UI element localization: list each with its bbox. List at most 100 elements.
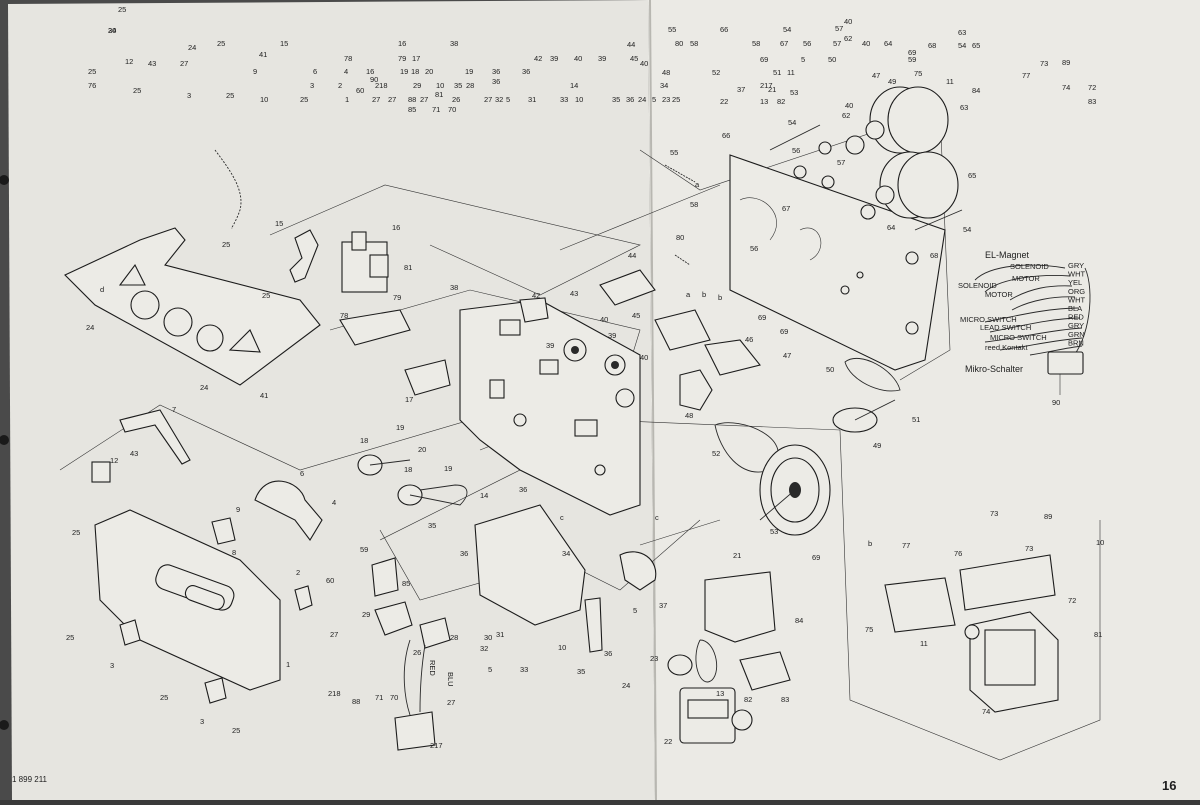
binder-hole [0, 720, 9, 730]
index-number: 69 [908, 48, 916, 57]
part-callout: 53 [770, 527, 778, 536]
pinch-roller-18 [357, 454, 468, 506]
part-callout: 18 [360, 436, 368, 445]
index-number: 4 [344, 67, 348, 76]
index-number: 25 [226, 91, 234, 100]
index-number: 25 [133, 86, 141, 95]
part-callout: 81 [1094, 630, 1102, 639]
part-callout: 32 [480, 644, 488, 653]
index-number: 13 [760, 97, 768, 106]
part-callout: 84 [795, 616, 803, 625]
part-callout: 6 [300, 469, 304, 478]
bracket-79 [339, 309, 411, 346]
part-callout: 19 [396, 423, 404, 432]
index-number: 2 [338, 81, 342, 90]
head-6-4 [254, 480, 323, 541]
part-callout: 217 [430, 741, 443, 750]
part-callout: 73 [990, 509, 998, 518]
index-number: 27 [180, 59, 188, 68]
index-number: 21 [768, 85, 776, 94]
index-number: 6 [313, 67, 317, 76]
part-callout: 50 [826, 365, 834, 374]
part-callout: 83 [781, 695, 789, 704]
part-45 [654, 309, 711, 351]
index-number: 74 [1062, 83, 1070, 92]
part-callout: 18 [404, 465, 412, 474]
wire-color: GRY [1068, 261, 1084, 270]
part-callout: 33 [520, 665, 528, 674]
index-number: 40 [574, 54, 582, 63]
part-callout: 35 [577, 667, 585, 676]
index-number: 59 [908, 55, 916, 64]
part-callout: 68 [930, 251, 938, 260]
connector-label: 90 [1052, 398, 1060, 407]
index-number: 10 [575, 95, 583, 104]
bracket-21 [704, 571, 776, 643]
lever-7 [119, 409, 191, 465]
motor-63 [865, 86, 949, 154]
part-46 [704, 339, 761, 376]
belt-50 [844, 357, 901, 392]
index-number: 26 [452, 95, 460, 104]
index-number: 64 [884, 39, 892, 48]
wire-color: RED [1068, 313, 1084, 322]
index-number: 25 [88, 67, 96, 76]
part-callout: 69 [758, 313, 766, 322]
shaft-54 [769, 124, 821, 151]
part-28 [419, 617, 451, 649]
part-callout: 56 [792, 146, 800, 155]
index-number: 79 [398, 54, 406, 63]
part-callout: 15 [275, 219, 283, 228]
part-callout: 10 [1096, 538, 1104, 547]
counter-22 [679, 687, 753, 744]
index-number: 44 [627, 40, 635, 49]
index-number: 33 [560, 95, 568, 104]
roller-37 [619, 551, 657, 591]
part-callout: 63 [960, 103, 968, 112]
part-callout: 28 [450, 633, 458, 642]
index-number: 24 [108, 26, 116, 35]
wire-label-blu: BLU [446, 672, 455, 687]
index-number: 24 [638, 95, 646, 104]
wire-color: GRY [1068, 321, 1084, 330]
index-number: 85 [408, 105, 416, 114]
part-callout: 25 [262, 291, 270, 300]
part-callout: 69 [812, 553, 820, 562]
index-number: 10 [436, 81, 444, 90]
part-callout: 23 [650, 654, 658, 663]
part-callout: 4 [332, 498, 336, 507]
index-number: 40 [862, 39, 870, 48]
capstan-49 [832, 399, 896, 433]
part-callout: 26 [413, 648, 421, 657]
index-number: 78 [344, 54, 352, 63]
part-callout: 56 [750, 244, 758, 253]
part-callout: 39 [608, 331, 616, 340]
index-number: 10 [260, 95, 268, 104]
top-plate-41 [64, 227, 321, 386]
index-number: 14 [570, 81, 578, 90]
wire-label: MOTOR [985, 290, 1013, 299]
index-number: 35 [612, 95, 620, 104]
index-number: 58 [690, 39, 698, 48]
wire-color: WHT [1068, 295, 1085, 304]
index-number: 75 [914, 69, 922, 78]
spring-17 [404, 359, 451, 396]
index-number: 52 [712, 68, 720, 77]
index-number: 27 [420, 95, 428, 104]
wire-color: YEL [1068, 278, 1082, 287]
part-callout: 12 [110, 456, 118, 465]
index-number: 50 [828, 55, 836, 64]
part-callout: 16 [392, 223, 400, 232]
index-number: 31 [528, 95, 536, 104]
index-number: 57 [835, 24, 843, 33]
part-callout: 70 [390, 693, 398, 702]
part-callout: 78 [340, 311, 348, 320]
part-callout: 30 [484, 633, 492, 642]
connector-90 [1047, 351, 1084, 375]
wire-color: WHT [1068, 270, 1085, 279]
part-callout: 25 [72, 528, 80, 537]
wire-color: BLA [1068, 304, 1082, 313]
index-number: 40 [640, 59, 648, 68]
index-number: 36 [626, 95, 634, 104]
